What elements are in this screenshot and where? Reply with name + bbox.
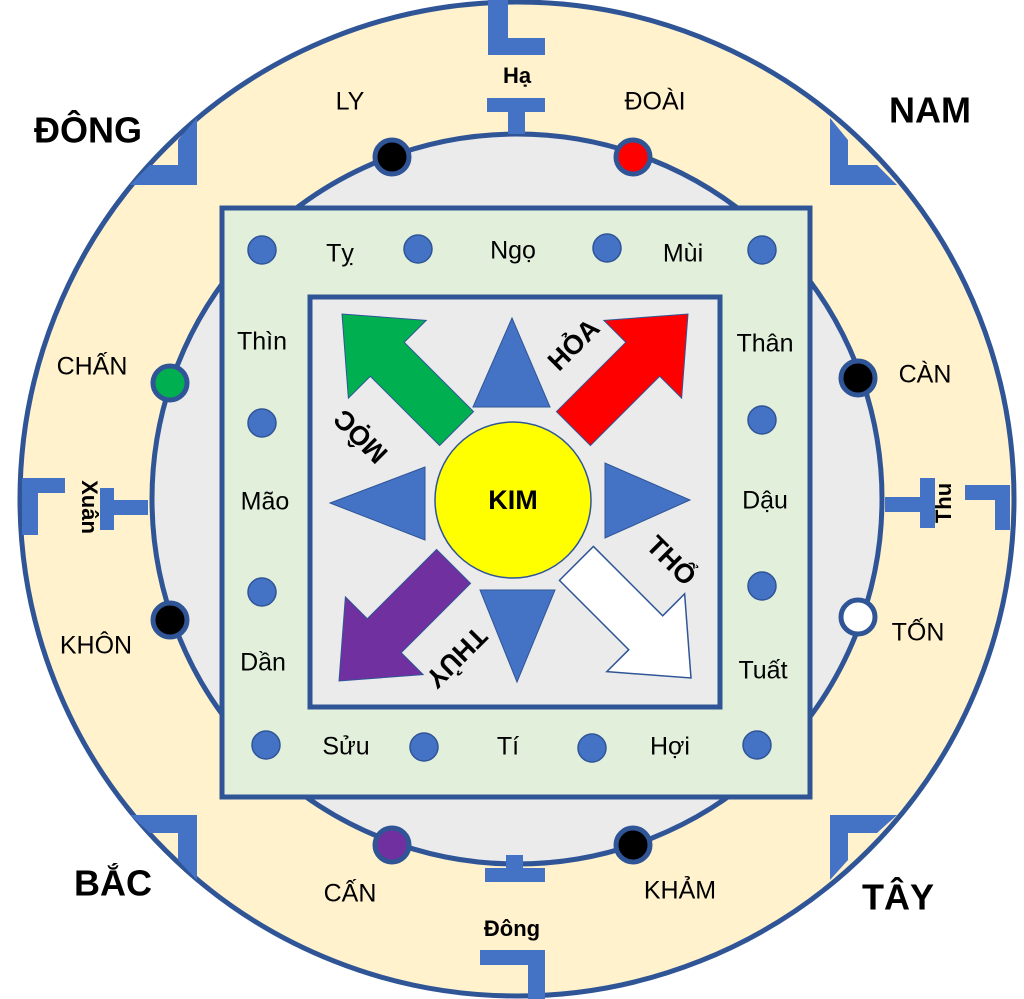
triangle-up-icon	[472, 316, 551, 408]
season-winter: Đông	[484, 916, 540, 941]
top-t-marker-icon	[487, 98, 545, 134]
direction-west: TÂY	[862, 876, 934, 918]
triangles	[328, 316, 692, 684]
trigram-label: LY	[336, 88, 365, 116]
branch-label: Thìn	[237, 328, 287, 356]
bracket-markers	[22, 0, 1010, 999]
branch-dot	[747, 235, 777, 265]
bottom-bracket-icon	[480, 950, 545, 999]
branch-dot	[747, 571, 777, 601]
trigram-dot-doai	[613, 137, 653, 177]
left-t-marker-icon	[100, 488, 148, 530]
branch-dot	[747, 405, 777, 435]
season-autumn: Thu	[931, 483, 956, 523]
branch-dot	[577, 733, 607, 763]
left-bracket-icon	[22, 478, 65, 535]
branch-dot	[409, 732, 439, 762]
branch-dot	[403, 234, 433, 264]
trigram-dot-can	[838, 358, 878, 398]
branch-label: Dần	[240, 649, 286, 677]
water-arrow-icon	[338, 548, 472, 682]
trigram-dot-ly	[372, 137, 412, 177]
wood-arrow-icon	[341, 313, 475, 447]
bottom-right-bracket-icon	[830, 815, 897, 880]
trigram-label: CÀN	[899, 360, 952, 389]
trigram-dots	[150, 137, 878, 865]
trigram-label: KHẢM	[644, 875, 716, 905]
trigram-label: CẤN	[324, 879, 377, 908]
branch-label: Dậu	[742, 487, 788, 515]
branch-label: Sửu	[322, 733, 369, 761]
branch-label: Mùi	[663, 240, 703, 268]
triangle-down-icon	[479, 589, 556, 684]
branch-dot	[247, 577, 277, 607]
fire-arrow-icon	[555, 313, 689, 447]
direction-east: ĐÔNG	[34, 109, 142, 151]
branch-dot	[742, 730, 772, 760]
direction-north: BẮC	[74, 862, 152, 904]
direction-south: NAM	[889, 90, 971, 131]
branch-label: Tỵ	[326, 240, 354, 268]
triangle-right-icon	[604, 462, 692, 539]
trigram-label: KHÔN	[60, 631, 132, 660]
earth-arrow-icon	[558, 545, 692, 679]
center-label: KIM	[488, 485, 538, 515]
branch-dot	[247, 408, 277, 438]
trigram-label: CHẤN	[57, 352, 128, 381]
trigram-dot-chan	[150, 363, 190, 403]
branch-label: Tuất	[738, 657, 787, 685]
trigram-dot-can-north	[372, 825, 412, 865]
bottom-left-bracket-icon	[130, 815, 197, 880]
branch-label: Ngọ	[490, 237, 536, 265]
branch-label: Hợi	[650, 733, 690, 761]
right-t-marker-icon	[885, 478, 935, 528]
trigram-label: ĐOÀI	[624, 87, 685, 116]
triangle-left-icon	[328, 466, 426, 541]
season-spring: Xuân	[77, 480, 102, 534]
center-circle	[434, 421, 592, 579]
branch-label: Tí	[497, 733, 519, 761]
branch-dot	[251, 730, 281, 760]
trigram-dot-ton	[838, 597, 878, 637]
trigram-label: TỐN	[892, 617, 945, 647]
trigram-dot-kham	[613, 825, 653, 865]
top-right-bracket-icon	[830, 118, 897, 185]
top-bracket-icon	[488, 0, 545, 55]
branch-dot	[592, 233, 622, 263]
bottom-t-marker-icon	[485, 855, 545, 882]
branch-label: Mão	[241, 488, 290, 516]
top-left-bracket-icon	[130, 118, 197, 185]
trigram-dot-khon	[150, 600, 190, 640]
branch-label: Thân	[737, 330, 794, 358]
branch-dots	[247, 233, 777, 763]
branch-dot	[247, 235, 277, 265]
season-summer: Hạ	[503, 63, 532, 88]
right-bracket-icon	[965, 485, 1010, 530]
